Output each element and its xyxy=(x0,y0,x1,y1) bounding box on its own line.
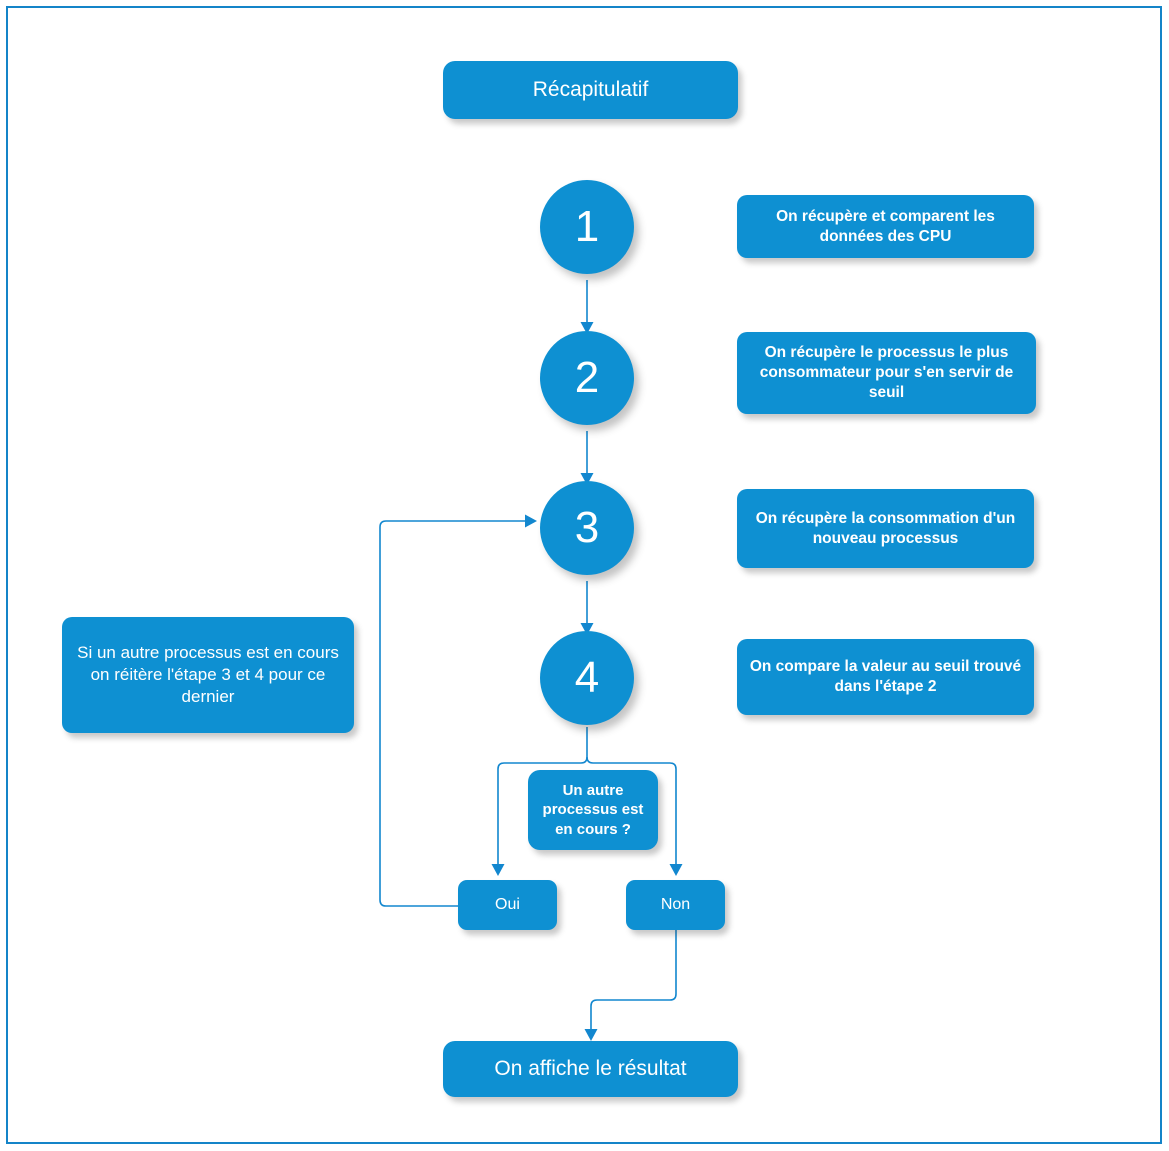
page-border-frame xyxy=(6,6,1162,1144)
step-circle-1[interactable]: 1 xyxy=(540,180,634,274)
step-description-2: On récupère le processus le plus consomm… xyxy=(737,332,1036,414)
step-description-3: On récupère la consommation d'un nouveau… xyxy=(737,489,1034,568)
arrowhead-loopback xyxy=(525,514,537,528)
result-box: On affiche le résultat xyxy=(443,1041,738,1097)
diagram-title-node: Récapitulatif xyxy=(443,61,738,119)
step-description-1: On récupère et comparent les données des… xyxy=(737,195,1034,258)
connector-non-to-result xyxy=(590,930,677,1031)
loop-note-box: Si un autre processus est en cours on ré… xyxy=(62,617,354,733)
arrowhead-oui xyxy=(491,864,505,876)
arrowhead-non xyxy=(669,864,683,876)
connector-oui-loopback-to-step3 xyxy=(379,520,527,907)
arrowhead-result xyxy=(584,1029,598,1041)
branch-no-box[interactable]: Non xyxy=(626,880,725,930)
step-circle-2[interactable]: 2 xyxy=(540,331,634,425)
step-circle-4[interactable]: 4 xyxy=(540,631,634,725)
branch-yes-box[interactable]: Oui xyxy=(458,880,557,930)
step-description-4: On compare la valeur au seuil trouvé dan… xyxy=(737,639,1034,715)
decision-box: Un autre processus est en cours ? xyxy=(528,770,658,850)
step-circle-3[interactable]: 3 xyxy=(540,481,634,575)
